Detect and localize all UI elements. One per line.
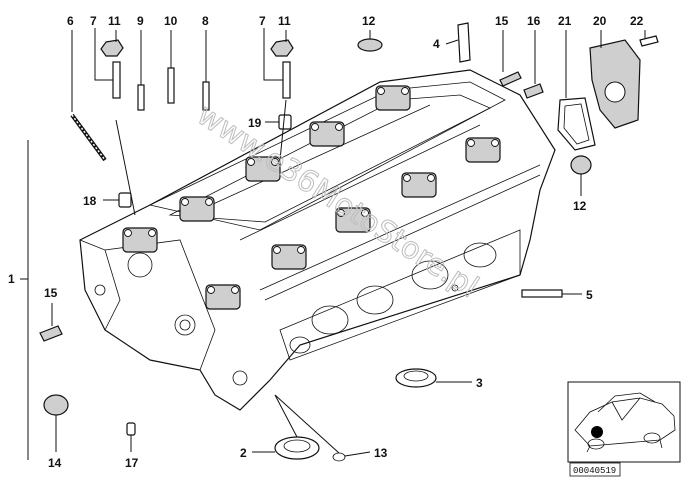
callout-15a: 15 xyxy=(495,14,509,28)
engine-location-marker xyxy=(591,426,603,438)
callout-18: 18 xyxy=(83,194,97,208)
leader-lines xyxy=(20,28,646,460)
callout-10: 10 xyxy=(164,14,178,28)
callout-14: 14 xyxy=(48,456,62,470)
callout-17: 17 xyxy=(125,456,139,470)
callout-1: 1 xyxy=(8,272,15,286)
callout-19: 19 xyxy=(248,116,262,130)
callout-12b: 12 xyxy=(573,199,587,213)
callout-16: 16 xyxy=(527,14,541,28)
callout-9: 9 xyxy=(137,14,144,28)
callout-3: 3 xyxy=(476,376,483,390)
loose-parts xyxy=(39,22,659,462)
callout-11b: 11 xyxy=(278,14,291,28)
callout-11a: 11 xyxy=(108,14,121,28)
callout-labels: 6 7 11 9 10 8 7 11 12 4 15 16 21 20 22 1… xyxy=(8,14,644,470)
callout-5: 5 xyxy=(586,288,593,302)
callout-7a: 7 xyxy=(90,14,97,28)
callout-13: 13 xyxy=(374,446,388,460)
callout-21: 21 xyxy=(558,14,572,28)
callout-7b: 7 xyxy=(259,14,266,28)
callout-8: 8 xyxy=(202,14,209,28)
cylinder-head xyxy=(79,69,556,411)
reference-code-box: 00040519 xyxy=(569,462,621,477)
callout-20: 20 xyxy=(593,14,607,28)
callout-6: 6 xyxy=(67,14,74,28)
callout-4: 4 xyxy=(433,37,440,51)
callout-15b: 15 xyxy=(44,286,58,300)
reference-code: 00040519 xyxy=(573,466,616,476)
callout-12a: 12 xyxy=(362,14,376,28)
callout-2: 2 xyxy=(240,446,247,460)
callout-22: 22 xyxy=(630,14,644,28)
car-thumbnail xyxy=(567,381,681,463)
